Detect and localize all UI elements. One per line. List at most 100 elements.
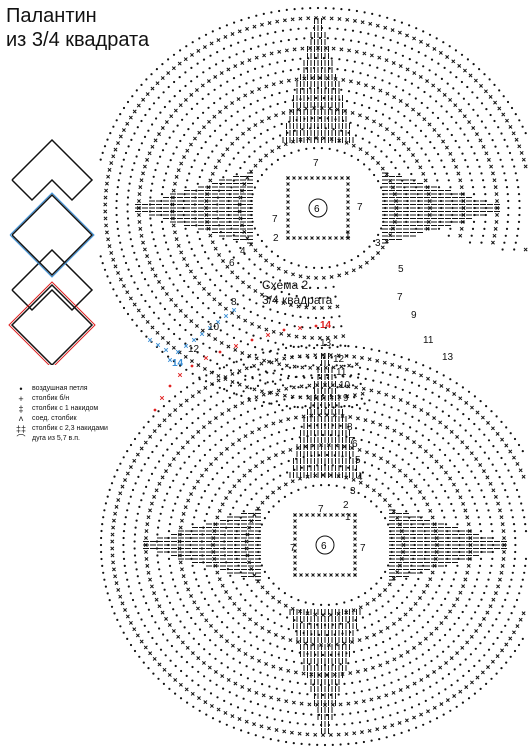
chain-stitch xyxy=(254,67,257,70)
chain-stitch xyxy=(122,557,126,561)
single-crochet-stitch xyxy=(471,126,476,130)
chain-stitch xyxy=(226,653,229,656)
single-crochet-stitch xyxy=(338,702,343,707)
chain-stitch xyxy=(325,453,329,457)
chain-stitch xyxy=(351,384,355,387)
single-crochet-stitch xyxy=(523,247,528,252)
chain-stitch xyxy=(274,341,277,344)
chain-stitch xyxy=(436,609,439,613)
chain-stitch xyxy=(157,526,160,529)
single-crochet-stitch xyxy=(265,590,270,595)
chain-stitch xyxy=(278,403,281,407)
chain-stitch xyxy=(211,499,214,502)
chain-stitch xyxy=(150,615,154,618)
chain-stitch xyxy=(285,323,289,326)
single-crochet-stitch xyxy=(310,236,314,240)
chain-stitch xyxy=(403,115,406,118)
single-crochet-stitch xyxy=(286,230,290,234)
single-crochet-stitch xyxy=(220,502,225,507)
chain-stitch xyxy=(475,578,479,581)
single-crochet-stitch xyxy=(277,49,282,54)
chain-stitch xyxy=(397,678,400,681)
chain-stitch xyxy=(347,345,350,348)
single-crochet-stitch xyxy=(260,22,264,27)
chain-stitch xyxy=(363,127,367,130)
single-crochet-stitch xyxy=(148,434,153,439)
chain-stitch xyxy=(103,509,106,512)
chain-stitch xyxy=(168,486,172,489)
chain-stitch xyxy=(332,285,335,288)
chain-stitch xyxy=(441,410,444,413)
single-crochet-stitch xyxy=(230,311,235,315)
single-crochet-stitch xyxy=(300,46,305,51)
chain-stitch xyxy=(411,415,414,418)
chain-stitch xyxy=(311,296,314,299)
chain-stitch xyxy=(316,743,319,747)
chain-stitch xyxy=(100,529,103,533)
chain-stitch xyxy=(331,743,334,747)
chain-stitch xyxy=(128,231,131,234)
single-crochet-stitch xyxy=(432,416,437,421)
chain-stitch xyxy=(344,385,347,388)
chain-stitch xyxy=(378,14,381,17)
chain-stitch xyxy=(323,743,327,747)
single-crochet-stitch xyxy=(277,599,282,604)
chain-stitch xyxy=(292,742,295,745)
single-crochet-stitch xyxy=(419,39,423,44)
single-crochet-stitch xyxy=(377,492,382,497)
chain-stitch xyxy=(203,633,206,637)
single-crochet-stitch xyxy=(495,199,499,203)
chain-stitch xyxy=(449,186,452,189)
single-crochet-stitch xyxy=(144,536,148,540)
single-crochet-stitch xyxy=(397,617,402,622)
row-number: 7 xyxy=(357,202,363,213)
single-crochet-stitch xyxy=(275,392,280,397)
chain-stitch xyxy=(179,489,182,492)
chain-stitch xyxy=(178,76,181,79)
single-crochet-stitch xyxy=(403,612,408,617)
chain-stitch xyxy=(498,89,501,92)
chain-stitch xyxy=(178,337,181,340)
chain-stitch xyxy=(349,121,352,124)
chain-stitch xyxy=(339,465,342,468)
chain-stitch xyxy=(393,353,396,356)
chain-stitch xyxy=(176,289,179,292)
chain-stitch xyxy=(508,502,511,505)
single-crochet-stitch xyxy=(141,171,146,176)
chain-stitch xyxy=(190,80,193,83)
legend-item: ‡‡столбик с 2,3 накидами xyxy=(14,424,108,434)
chain-stitch xyxy=(136,512,139,515)
chain-stitch xyxy=(300,466,303,469)
chain-stitch xyxy=(152,102,156,105)
chain-stitch xyxy=(462,97,465,100)
chain-stitch xyxy=(233,21,236,24)
single-crochet-stitch xyxy=(466,563,471,568)
chain-stitch xyxy=(296,365,299,368)
chain-stitch xyxy=(203,453,206,457)
single-crochet-stitch xyxy=(356,81,361,86)
chain-stitch xyxy=(362,94,366,97)
single-crochet-stitch xyxy=(438,665,443,670)
chain-stitch xyxy=(257,368,260,371)
chain-stitch xyxy=(99,543,103,547)
single-crochet-stitch xyxy=(276,697,281,702)
single-crochet-stitch xyxy=(237,369,242,373)
square-3-outline xyxy=(11,248,94,312)
chain-stitch xyxy=(134,482,137,485)
chain-stitch xyxy=(437,153,440,156)
chain-stitch xyxy=(142,661,145,664)
single-crochet-stitch xyxy=(166,71,171,75)
chain-stitch xyxy=(239,494,242,497)
single-crochet-stitch xyxy=(203,700,208,705)
chain-stitch xyxy=(200,266,203,270)
single-crochet-stitch xyxy=(166,341,171,345)
single-crochet-stitch xyxy=(486,665,490,670)
single-crochet-stitch xyxy=(233,404,238,409)
single-crochet-stitch xyxy=(226,344,231,349)
chain-stitch xyxy=(422,689,425,692)
chain-stitch xyxy=(435,406,438,409)
chain-stitch xyxy=(133,437,137,441)
chain-stitch xyxy=(424,135,427,138)
chain-stitch xyxy=(413,619,416,623)
chain-stitch xyxy=(203,568,206,571)
